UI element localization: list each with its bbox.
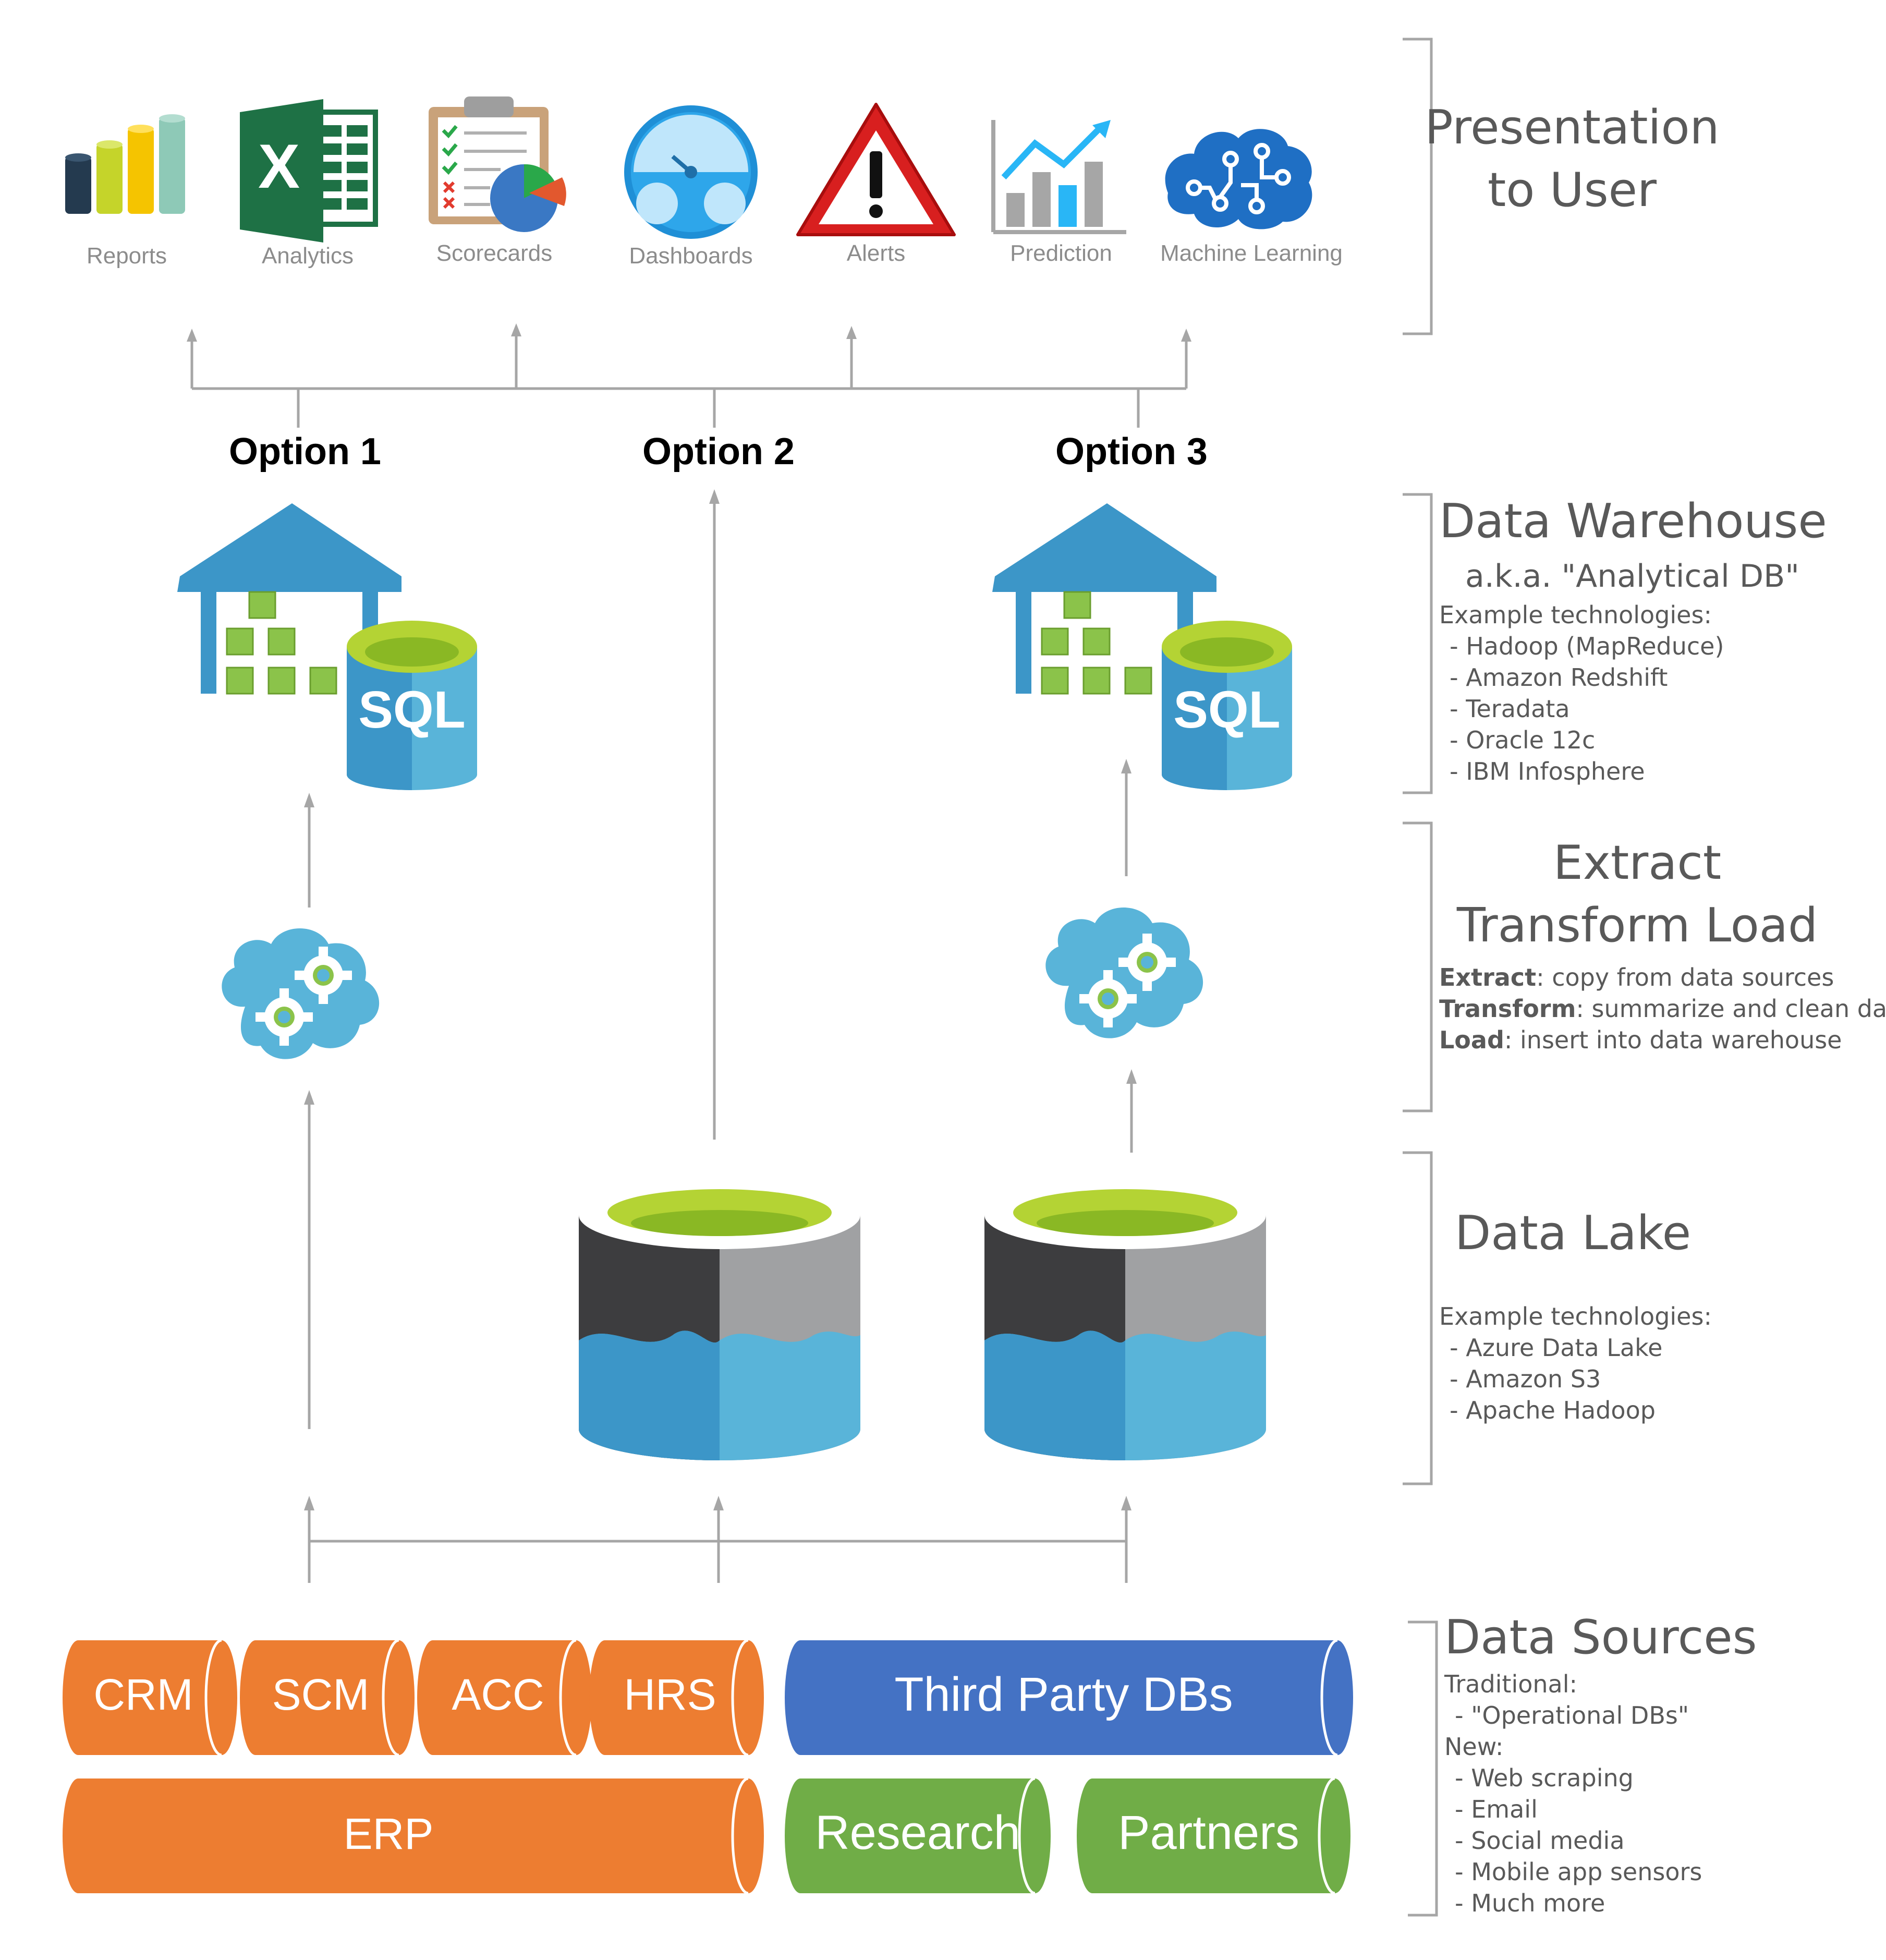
presentation-label: Analytics (262, 243, 354, 269)
tech-item: - Oracle 12c (1450, 726, 1595, 754)
etl-cloud-icon (1045, 908, 1203, 1038)
etl-line: Extract: copy from data sources (1439, 963, 1834, 991)
source-label: Partners (1118, 1806, 1299, 1859)
sources-item: - Much more (1455, 1889, 1605, 1917)
sources-item: - Web scraping (1455, 1764, 1634, 1792)
data-lake-icon (984, 1181, 1266, 1460)
presentation-connector (190, 334, 1188, 428)
data-warehouse-icon: SQL (177, 503, 477, 790)
source-label: Research (815, 1806, 1020, 1859)
presentation-label: Machine Learning (1160, 240, 1343, 266)
etl-line: Transform: summarize and clean data (1439, 995, 1886, 1023)
source-cylinder-third-party: Third Party DBs (785, 1639, 1353, 1757)
etl-rest: : insert into data warehouse (1504, 1026, 1842, 1054)
source-cylinder-scm: SCM (240, 1639, 415, 1757)
sql-label: SQL (358, 681, 466, 739)
presentation-label: Reports (87, 243, 167, 269)
sources-traditional: Traditional: (1444, 1670, 1577, 1698)
source-label: Third Party DBs (894, 1668, 1233, 1721)
etl-cloud-icon (222, 928, 380, 1059)
sources-item: - "Operational DBs" (1455, 1701, 1689, 1729)
sql-label: SQL (1173, 681, 1281, 739)
section-title-sources: Data Sources (1444, 1610, 1757, 1665)
etl-bold: Load (1439, 1026, 1504, 1054)
sources-new: New: (1444, 1733, 1503, 1761)
section-title-presentation-2: to User (1488, 163, 1657, 217)
source-cylinder-partners: Partners (1077, 1777, 1350, 1895)
source-cylinder-crm: CRM (63, 1639, 237, 1757)
tech-item: - Azure Data Lake (1450, 1334, 1662, 1362)
section-brackets (1403, 38, 1438, 1917)
sources-item: - Email (1455, 1795, 1538, 1823)
tech-item: - Apache Hadoop (1450, 1396, 1656, 1424)
section-title-etl: Extract (1553, 836, 1721, 890)
sources-item: - Mobile app sensors (1455, 1858, 1702, 1886)
sources-item: - Social media (1455, 1826, 1625, 1855)
etl-bold: Transform (1439, 995, 1576, 1023)
data-lake-icon (579, 1181, 860, 1460)
section-title-lake: Data Lake (1455, 1206, 1691, 1261)
source-label: ACC (452, 1670, 544, 1719)
etl-rest: : summarize and clean data (1576, 995, 1886, 1023)
excel-icon: X (240, 99, 378, 243)
presentation-label: Prediction (1010, 240, 1112, 266)
source-cylinder-hrs: HRS (589, 1639, 764, 1757)
source-cylinder-erp: ERP (63, 1777, 764, 1895)
reports-bar-icon (65, 114, 185, 214)
presentation-label: Dashboards (629, 243, 752, 269)
arrowheads-top (187, 323, 1191, 342)
source-label: HRS (624, 1670, 716, 1719)
option-label: Option 1 (229, 431, 381, 473)
sources-connector (308, 1510, 1128, 1583)
tech-item: - Hadoop (MapReduce) (1450, 632, 1724, 660)
tech-item: - IBM Infosphere (1450, 757, 1645, 785)
brain-circuit-icon (1165, 129, 1312, 229)
prediction-chart-icon (991, 120, 1126, 234)
section-subtitle-warehouse: a.k.a. "Analytical DB" (1465, 558, 1799, 595)
svg-text:X: X (258, 131, 300, 201)
dashboard-gauge-icon (624, 105, 758, 239)
etl-bold: Extract (1439, 963, 1536, 991)
option-label: Option 2 (642, 431, 795, 473)
source-cylinder-research: Research (785, 1777, 1051, 1895)
option-label: Option 3 (1055, 431, 1208, 473)
section-title-warehouse: Data Warehouse (1439, 494, 1827, 549)
presentation-label: Alerts (847, 240, 905, 266)
source-cylinder-acc: ACC (417, 1639, 592, 1757)
section-title-etl-2: Transform Load (1456, 898, 1818, 953)
source-label: CRM (93, 1670, 193, 1719)
section-intro: Example technologies: (1439, 1302, 1712, 1330)
source-label: ERP (344, 1809, 434, 1858)
scorecard-clipboard-icon (429, 96, 566, 232)
section-intro: Example technologies: (1439, 601, 1712, 629)
alert-warning-icon (796, 103, 956, 236)
tech-item: - Teradata (1450, 695, 1570, 723)
source-label: SCM (272, 1670, 370, 1719)
etl-rest: : copy from data sources (1536, 963, 1834, 991)
etl-line: Load: insert into data warehouse (1439, 1026, 1842, 1054)
tech-item: - Amazon Redshift (1450, 663, 1668, 692)
presentation-label: Scorecards (436, 240, 553, 266)
data-warehouse-icon: SQL (992, 503, 1292, 790)
section-title-presentation: Presentation (1425, 100, 1719, 155)
tech-item: - Amazon S3 (1450, 1365, 1601, 1393)
